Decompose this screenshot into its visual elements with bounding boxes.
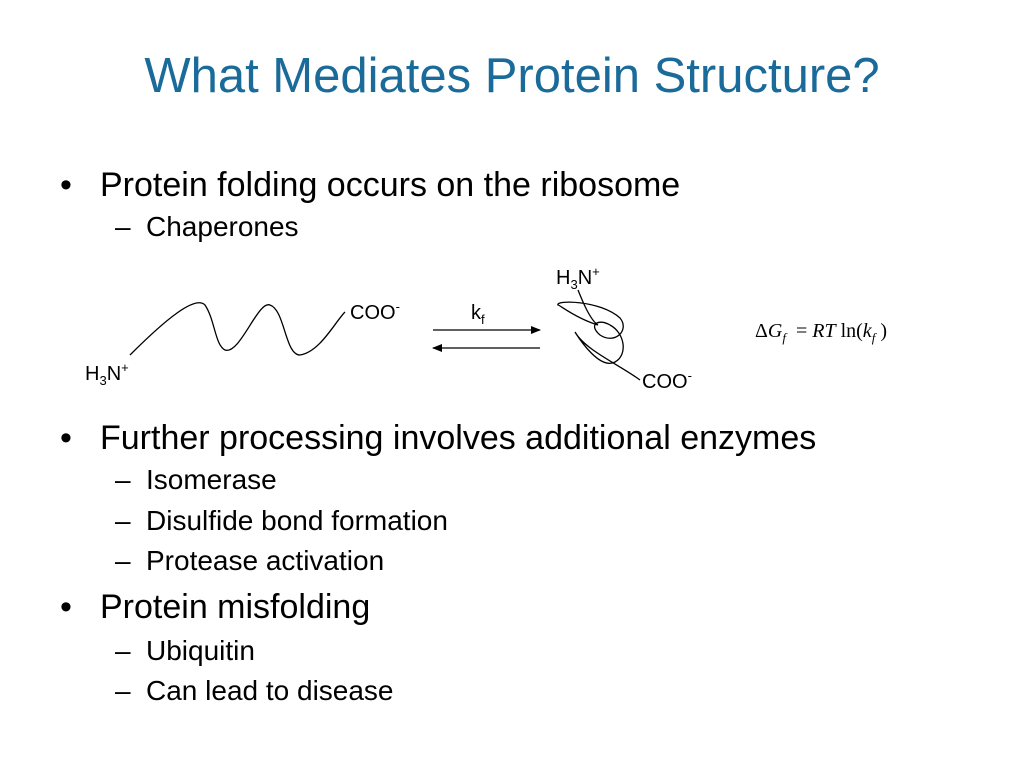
bullet-misfolding: • Protein misfolding [60, 590, 370, 624]
sub-item-protease: –Protease activation [115, 547, 384, 575]
bullet-dot: • [60, 419, 72, 457]
unfolded-c-terminus-label: COO- [350, 299, 400, 324]
sub-item-chaperones: –Chaperones [115, 213, 299, 241]
folded-chain [557, 289, 641, 381]
sub-text: Can lead to disease [146, 675, 394, 706]
free-energy-equation: ΔGf = RT ln(kf ) [755, 320, 887, 345]
sub-item-disulfide: –Disulfide bond formation [115, 507, 448, 535]
sub-text: Isomerase [146, 464, 277, 495]
sub-item-isomerase: –Isomerase [115, 466, 277, 494]
sub-text: Ubiquitin [146, 635, 255, 666]
rate-constant-label: kf [471, 302, 485, 327]
sub-text: Disulfide bond formation [146, 505, 448, 536]
bullet-text: Protein misfolding [100, 588, 371, 626]
sub-text: Protease activation [146, 545, 385, 576]
sub-dash: – [115, 211, 131, 242]
folded-n-terminus-label: H3N+ [556, 264, 600, 292]
folded-c-terminus-label: COO- [642, 368, 692, 393]
bullet-dot: • [60, 166, 72, 204]
sub-dash: – [115, 505, 131, 536]
sub-dash: – [115, 635, 131, 666]
slide-title: What Mediates Protein Structure? [144, 49, 880, 103]
sub-dash: – [115, 545, 131, 576]
bullet-text: Further processing involves additional e… [100, 419, 817, 457]
sub-dash: – [115, 675, 131, 706]
bullet-text: Protein folding occurs on the ribosome [100, 166, 681, 204]
bullet-dot: • [60, 588, 72, 626]
unfolded-n-terminus-label: H3N+ [85, 360, 129, 388]
bullet-further-processing: • Further processing involves additional … [60, 421, 816, 455]
sub-item-ubiquitin: –Ubiquitin [115, 637, 255, 665]
unfolded-chain [129, 302, 346, 356]
sub-item-disease: –Can lead to disease [115, 677, 394, 705]
bullet-protein-folding: • Protein folding occurs on the ribosome [60, 168, 680, 202]
sub-text: Chaperones [146, 211, 299, 242]
sub-dash: – [115, 464, 131, 495]
